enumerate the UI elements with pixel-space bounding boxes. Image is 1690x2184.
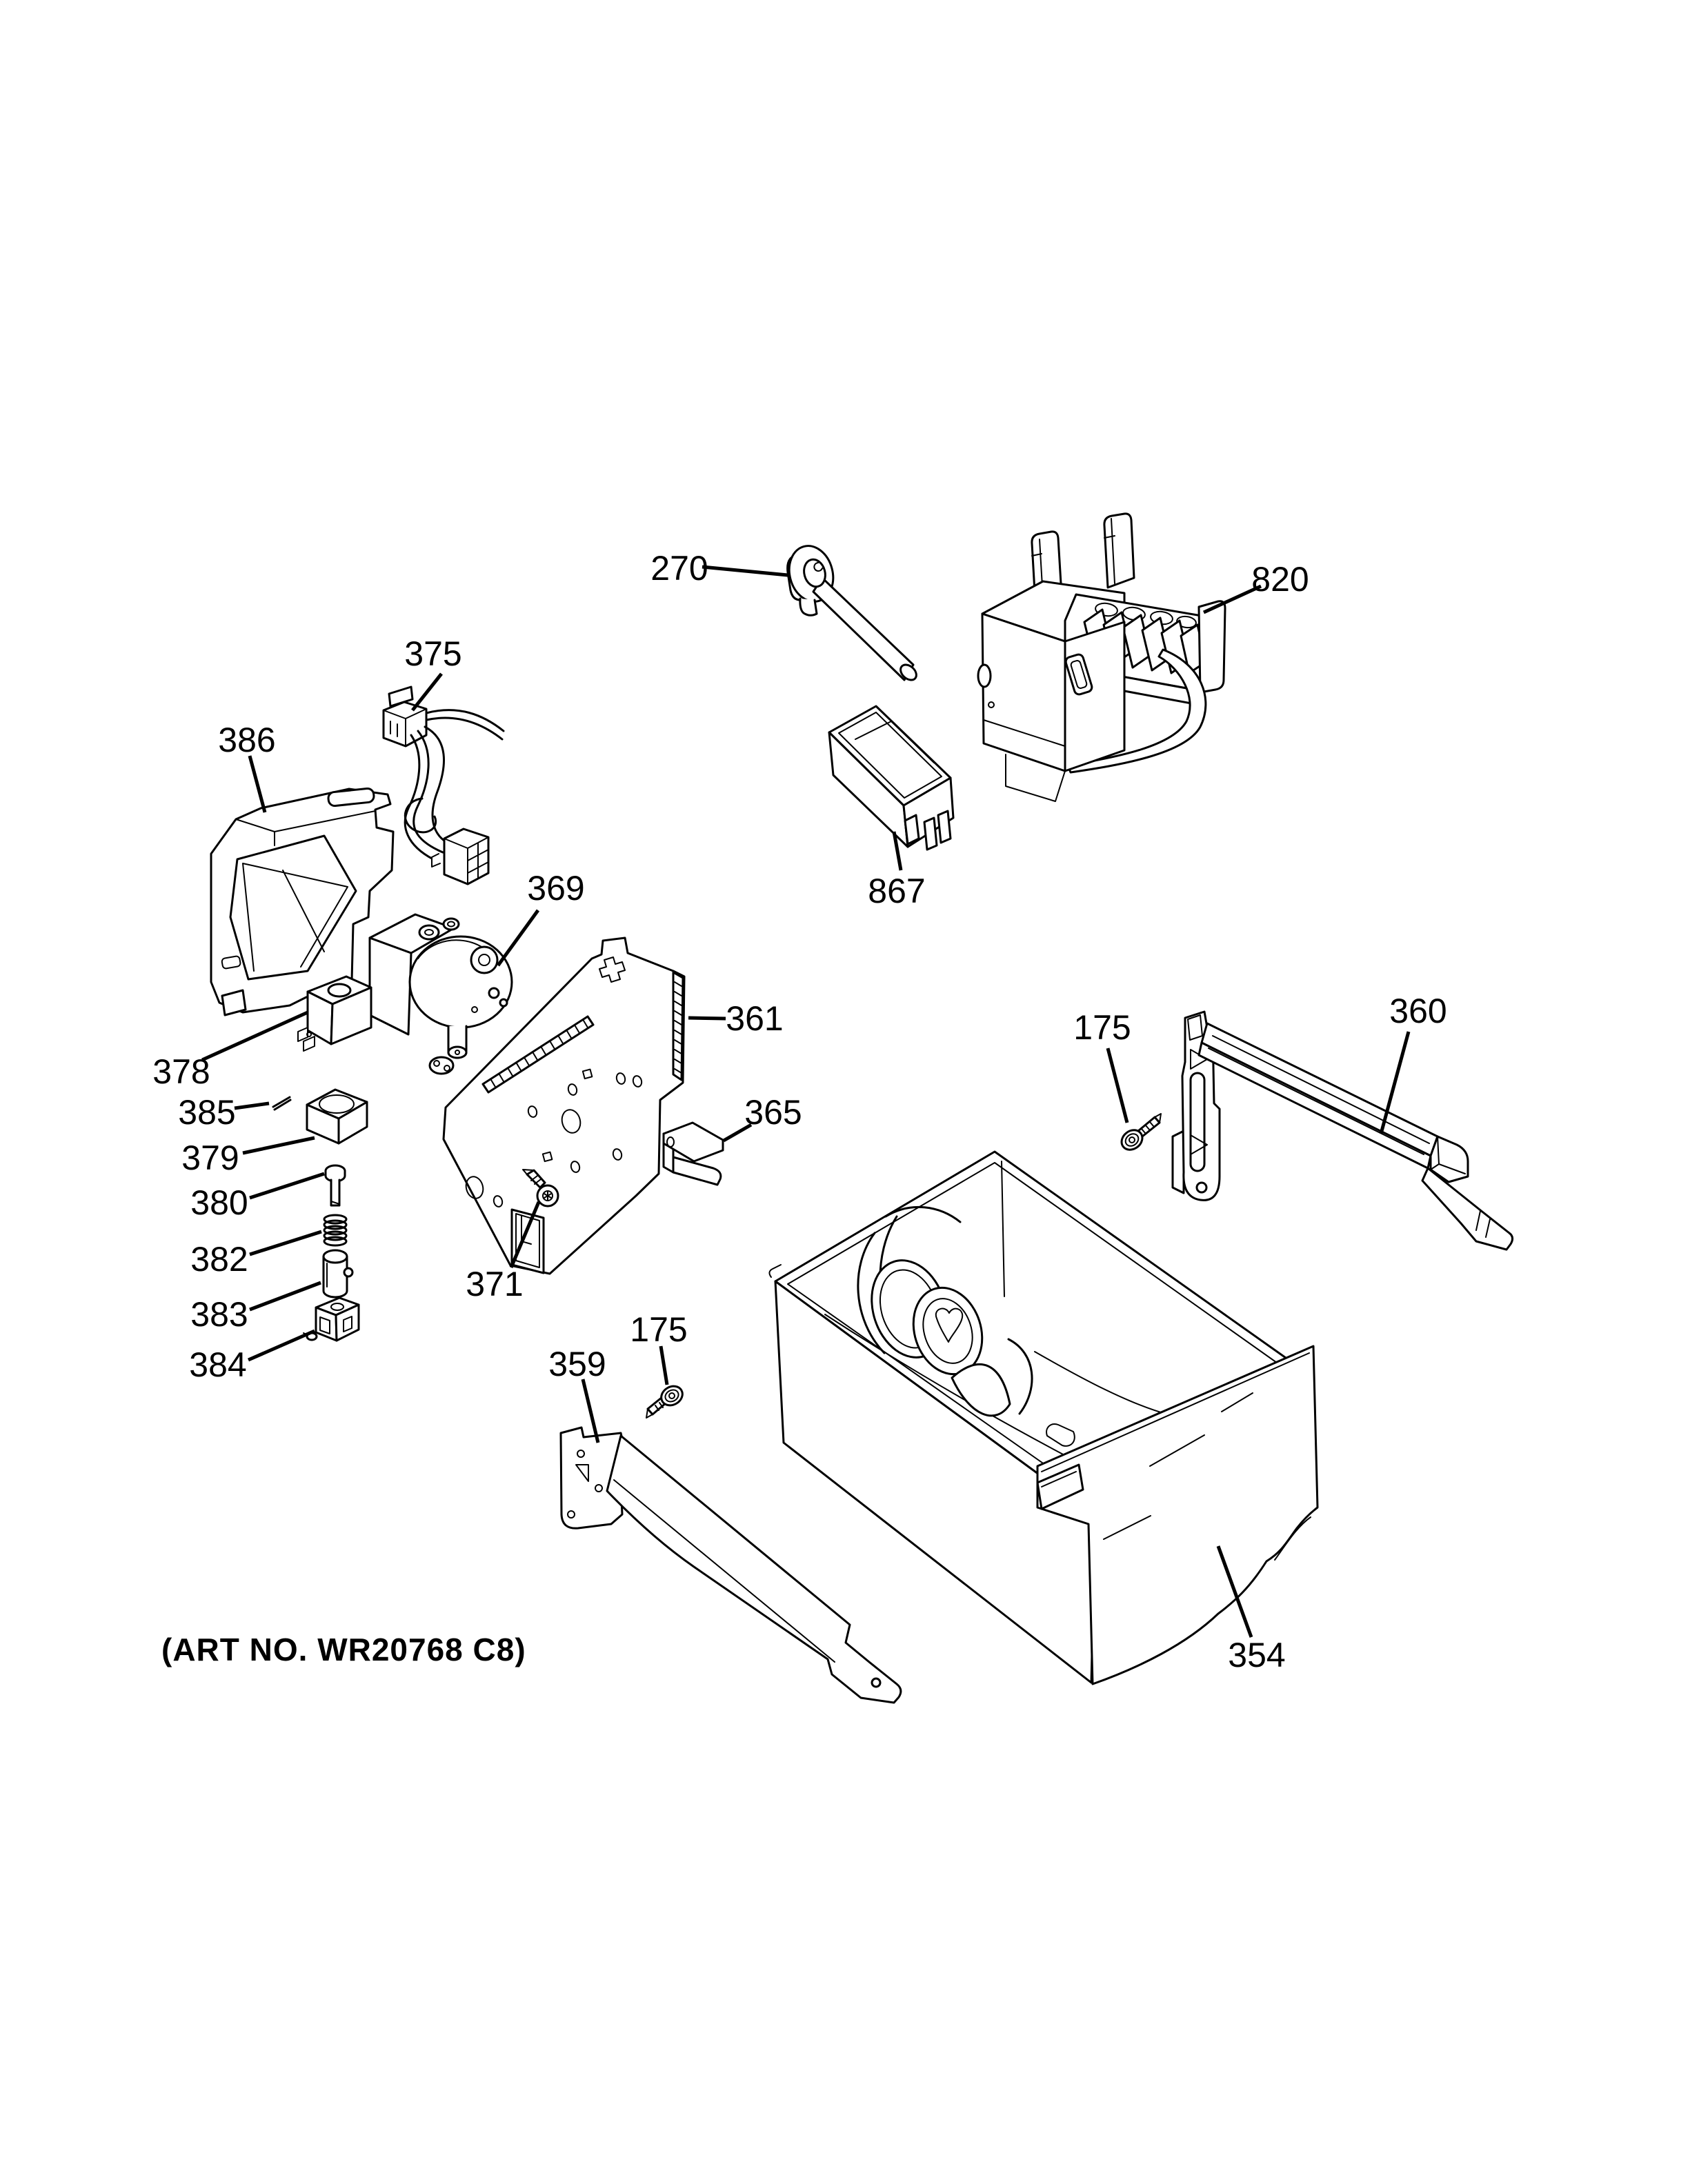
part-383-bushing	[322, 1249, 354, 1299]
leader-360	[1379, 1031, 1411, 1134]
leader-lines	[201, 565, 1411, 1638]
part-175-screw-top	[1120, 1113, 1162, 1151]
label-380: 380	[190, 1183, 248, 1222]
leader-379	[242, 1136, 315, 1155]
leader-375	[411, 672, 443, 712]
leader-175-top	[1106, 1048, 1129, 1123]
leader-359	[581, 1379, 600, 1443]
label-365: 365	[744, 1093, 802, 1132]
label-820: 820	[1251, 560, 1309, 599]
leader-383	[249, 1281, 321, 1312]
label-385: 385	[178, 1093, 235, 1132]
leader-385	[234, 1101, 270, 1110]
part-371-screw	[522, 1169, 559, 1208]
leader-354	[1216, 1545, 1253, 1638]
leader-270	[702, 565, 788, 577]
label-361: 361	[726, 999, 783, 1038]
part-359-rail-left	[559, 1426, 902, 1704]
leader-361	[688, 1016, 726, 1021]
part-365-clip	[662, 1121, 724, 1186]
label-371: 371	[466, 1265, 523, 1303]
label-386: 386	[218, 721, 275, 759]
label-175-top: 175	[1073, 1008, 1131, 1047]
part-379-block	[306, 1088, 368, 1145]
leader-386	[248, 755, 267, 813]
part-867-bin	[828, 705, 955, 851]
label-360: 360	[1389, 992, 1447, 1030]
leader-382	[249, 1230, 322, 1256]
leader-820	[1202, 584, 1262, 614]
leader-867	[892, 831, 903, 871]
leader-384	[247, 1329, 316, 1362]
part-384-bracket	[303, 1296, 360, 1342]
part-386-housing	[210, 787, 395, 1016]
leader-380	[249, 1172, 325, 1200]
part-270-fill-tube	[786, 545, 917, 681]
label-354: 354	[1228, 1636, 1285, 1674]
art-number: (ART NO. WR20768 C8)	[161, 1632, 526, 1667]
part-labels: 270 820 867 375 386 369 361 378 385 379 …	[152, 549, 1447, 1674]
leader-371	[509, 1201, 541, 1268]
part-360-rail-right	[1171, 1010, 1514, 1251]
part-382-spring	[323, 1214, 348, 1247]
leader-369	[496, 909, 540, 967]
part-380-pin	[324, 1164, 346, 1207]
part-385-pin	[272, 1096, 292, 1111]
label-175-bottom: 175	[630, 1310, 687, 1349]
label-379: 379	[181, 1139, 239, 1177]
label-369: 369	[527, 869, 584, 908]
label-383: 383	[190, 1295, 248, 1334]
label-382: 382	[190, 1240, 248, 1279]
leader-175-bottom	[659, 1345, 669, 1385]
part-375-harness	[382, 685, 505, 885]
leader-378	[201, 1010, 309, 1062]
part-378-solenoid	[297, 975, 372, 1052]
label-378: 378	[152, 1052, 210, 1091]
label-359: 359	[548, 1345, 606, 1383]
part-361-mounting-plate	[442, 936, 686, 1275]
label-384: 384	[189, 1345, 246, 1384]
part-354-bucket	[768, 1150, 1319, 1685]
leader-365	[722, 1123, 753, 1143]
label-867: 867	[868, 872, 925, 910]
part-175-screw-bottom	[646, 1385, 684, 1419]
label-375: 375	[404, 634, 461, 673]
part-369-motor	[368, 913, 513, 1075]
part-820-ice-maker	[977, 512, 1226, 802]
label-270: 270	[650, 549, 708, 588]
